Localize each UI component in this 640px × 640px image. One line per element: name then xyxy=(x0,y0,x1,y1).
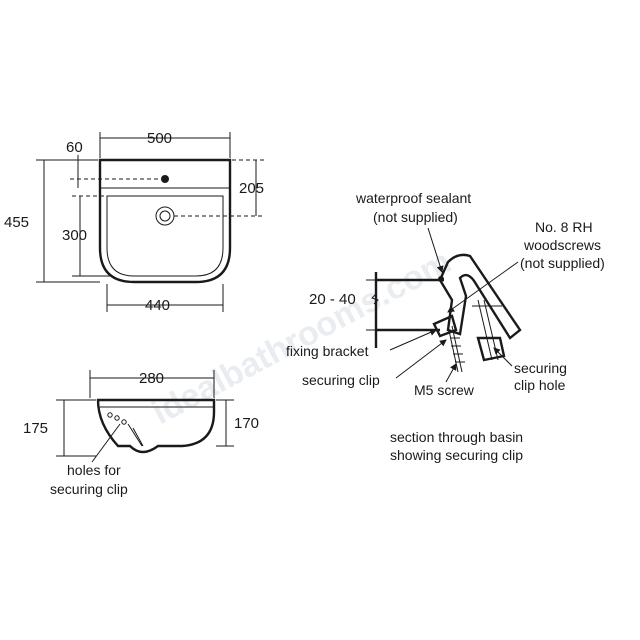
clip-hole-3 xyxy=(121,419,127,425)
caption-line1: section through basin xyxy=(390,429,523,445)
basin-wall-section xyxy=(438,253,522,340)
clip-hole-2 xyxy=(114,415,120,421)
section-view: 20 - 40 waterproof sealant (not supplied… xyxy=(286,190,605,463)
clip-hole-1 xyxy=(107,412,113,418)
fixing-bracket xyxy=(432,314,458,338)
dim-top-depth: 280 xyxy=(139,370,164,387)
side-section-lines xyxy=(127,423,144,447)
waste-outlet xyxy=(155,206,175,226)
plan-view: 500 60 455 300 205 440 xyxy=(4,130,264,314)
label-screws-line2: woodscrews xyxy=(523,237,601,253)
securing-clip xyxy=(476,336,506,362)
bowl-outline xyxy=(106,195,224,277)
dim-left-height: 175 xyxy=(23,420,48,437)
watermark: idealbathrooms.com xyxy=(146,242,457,432)
dim-bowl-width: 440 xyxy=(145,297,170,314)
label-holes-line2: securing clip xyxy=(50,481,128,497)
tap-hole xyxy=(161,175,169,183)
label-sealant-line2: (not supplied) xyxy=(373,209,458,225)
dim-tap-offset: 60 xyxy=(66,139,83,156)
dim-worktop-range: 20 - 40 xyxy=(309,291,356,308)
label-m5-screw: M5 screw xyxy=(414,382,475,398)
label-clip-hole-line2: clip hole xyxy=(514,377,566,393)
worktop-break xyxy=(371,293,379,305)
label-securing-clip: securing clip xyxy=(302,372,380,388)
side-profile xyxy=(96,398,216,454)
label-screws-line1: No. 8 RH xyxy=(535,219,593,235)
label-screws-line3: (not supplied) xyxy=(520,255,605,271)
label-clip-hole-line1: securing xyxy=(514,360,567,376)
dim-overall-depth: 455 xyxy=(4,214,29,231)
side-view: 280 175 170 holes for securing clip xyxy=(23,370,259,497)
basin-outline xyxy=(98,158,232,284)
dim-overall-width: 500 xyxy=(147,130,172,147)
label-sealant-line1: waterproof sealant xyxy=(355,190,471,206)
dim-right-height: 170 xyxy=(234,415,259,432)
label-fixing-bracket: fixing bracket xyxy=(286,343,369,359)
dim-bowl-depth: 300 xyxy=(62,227,87,244)
sealant-bead xyxy=(438,276,444,282)
dim-back-to-tap: 205 xyxy=(239,180,264,197)
label-holes-line1: holes for xyxy=(67,462,121,478)
caption-line2: showing securing clip xyxy=(390,447,523,463)
